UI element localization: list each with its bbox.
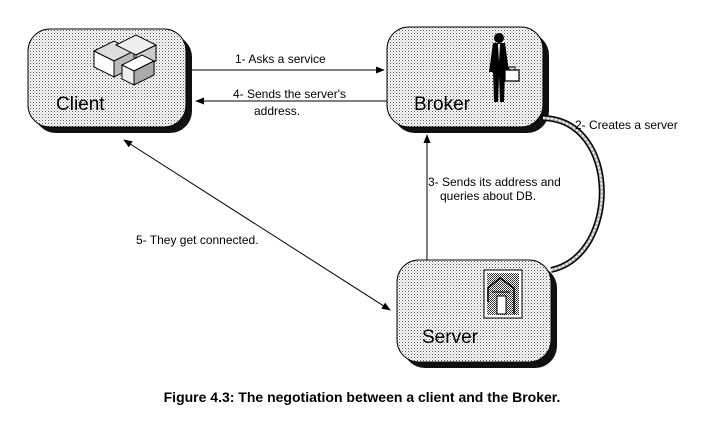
edge-asks-service: 1- Asks a service (192, 52, 385, 74)
edge-sends-address: 4- Sends the server's address. (195, 87, 387, 118)
edge-label-asks-service: 1- Asks a service (235, 52, 326, 66)
edge-creates-server: 2- Creates a server (542, 115, 678, 273)
edge-label-sends-address-2: address. (254, 104, 300, 118)
client-label: Client (56, 94, 105, 115)
database-server-icon (483, 269, 523, 319)
edge-label-connected: 5- They get connected. (136, 233, 259, 247)
server-node: Server (396, 259, 557, 368)
edge-label-server-reports-2: queries about DB. (440, 189, 536, 203)
client-node: Client (27, 28, 192, 133)
businessman-icon (489, 33, 520, 102)
edge-connected: 5- They get connected. (123, 139, 391, 311)
figure-caption: Figure 4.3: The negotiation between a cl… (163, 389, 561, 405)
edge-label-server-reports-1: 3- Sends its address and (428, 175, 561, 189)
broker-node: Broker (386, 26, 549, 133)
server-label: Server (422, 327, 479, 348)
edge-server-reports: 3- Sends its address and queries about D… (423, 134, 561, 260)
building-blocks-icon (92, 34, 158, 86)
broker-label: Broker (414, 94, 471, 115)
edge-label-sends-address-1: 4- Sends the server's (233, 87, 346, 101)
edge-label-creates-server: 2- Creates a server (575, 118, 678, 132)
